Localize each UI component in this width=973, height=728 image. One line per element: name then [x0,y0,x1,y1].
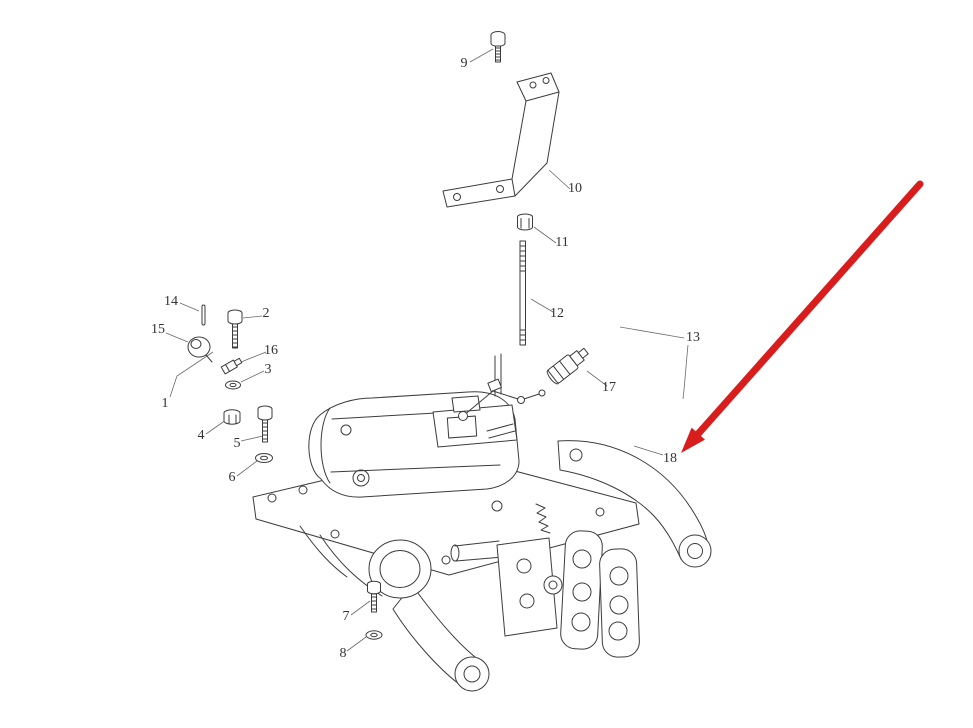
callout-1: 1 [161,396,169,411]
part-3-washer [225,380,241,390]
callout-5: 5 [233,436,241,451]
part-15-disc [187,336,213,363]
part-16-valve-pin [220,357,243,375]
callout-13: 13 [686,330,700,345]
callout-15: 15 [151,322,165,337]
callout-12: 12 [550,306,564,321]
callout-18: 18 [663,451,677,466]
callout-6: 6 [228,470,236,485]
callout-14: 14 [164,294,178,309]
red-annotation-arrow [681,180,924,453]
callout-16: 16 [264,343,278,358]
callout-10: 10 [568,181,582,196]
part-10-bracket [442,72,560,208]
part-4-nut [223,409,241,425]
leader-lines [165,48,689,652]
callout-7: 7 [342,609,350,624]
red-arrow-head [681,427,705,453]
callout-4: 4 [197,428,205,443]
part-2-bolt [227,309,243,349]
callout-3: 3 [264,362,272,377]
part-17-fitting [546,347,589,385]
callout-8: 8 [339,646,347,661]
part-14-pin [201,304,206,326]
part-18-lifter-assembly [252,353,712,692]
callout-17: 17 [602,380,616,395]
part-7-bolt [367,580,381,613]
part-5-bolt [257,405,273,443]
callout-9: 9 [460,56,468,71]
callout-2: 2 [262,306,270,321]
part-12-threaded-rod [519,240,526,346]
part-9-bolt [490,31,506,63]
part-11-nut [517,213,533,231]
part-8-washer [365,630,383,640]
red-arrow-shaft [694,180,924,438]
part-6-washer [255,453,273,463]
callout-11: 11 [555,235,569,250]
